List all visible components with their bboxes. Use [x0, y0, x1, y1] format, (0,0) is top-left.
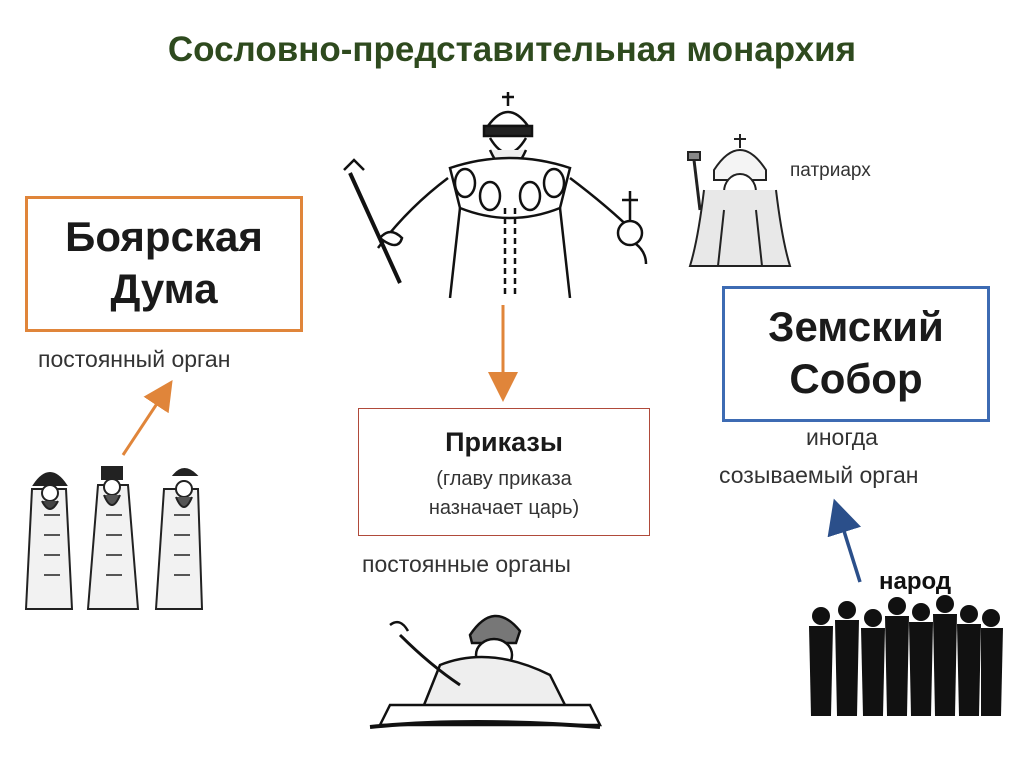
zemsky-caption-line2: созываемый орган [719, 462, 919, 488]
prikazy-caption: постоянные органы [362, 551, 571, 577]
people-silhouettes [809, 595, 1003, 716]
scribe-illustration [369, 614, 603, 729]
zemsky-caption-line1: иногда [806, 424, 878, 450]
arrow-people-to-sobor [827, 498, 862, 583]
zemsky-sobor-box: Земский Собор [722, 286, 990, 422]
arrow-boyars-to-duma [121, 379, 173, 456]
people-label: народ [879, 568, 952, 595]
duma-title-line1: Боярская [65, 213, 263, 260]
tsar-illustration [343, 92, 648, 298]
patriarch-label: патриарх [790, 160, 871, 181]
page-title: Сословно-представительная монархия [167, 30, 857, 69]
zemsky-title-line2: Собор [789, 355, 923, 402]
zemsky-title-line1: Земский [768, 303, 944, 350]
duma-caption: постоянный орган [38, 346, 231, 372]
boyar-duma-box: Боярская Дума [25, 196, 303, 332]
patriarch-illustration [687, 134, 792, 267]
prikazy-title: Приказы [445, 427, 563, 457]
boyars-illustration [24, 466, 204, 610]
prikazy-note-line1: (главу приказа [436, 468, 572, 490]
prikazy-box: Приказы (главу приказа назначает царь) [358, 408, 650, 536]
duma-title-line2: Дума [110, 265, 218, 312]
prikazy-note-line2: назначает царь) [428, 497, 580, 519]
